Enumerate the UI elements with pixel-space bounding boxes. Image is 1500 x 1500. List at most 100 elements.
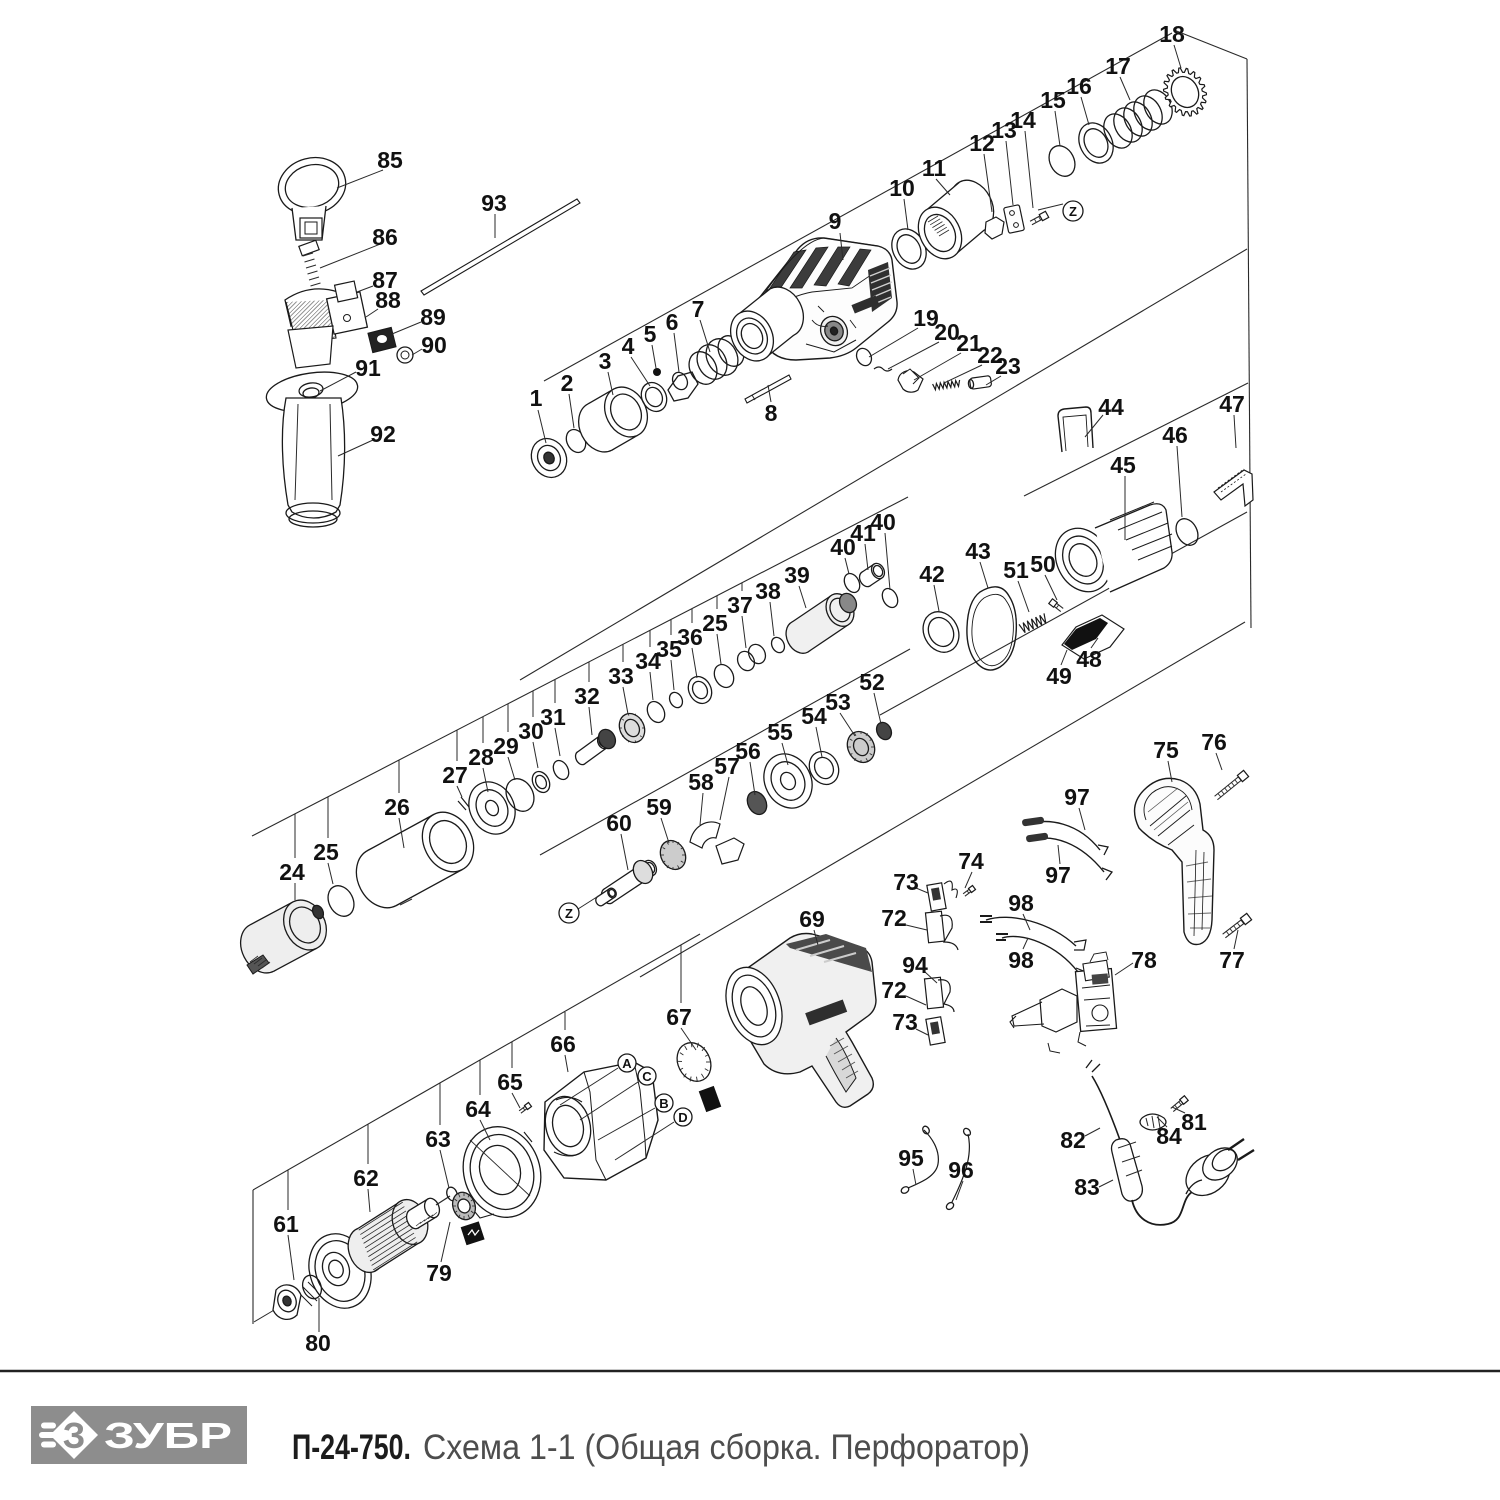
svg-text:92: 92 bbox=[370, 421, 396, 447]
svg-text:51: 51 bbox=[1003, 557, 1029, 583]
svg-text:20: 20 bbox=[934, 319, 960, 345]
svg-text:7: 7 bbox=[692, 296, 705, 322]
svg-text:76: 76 bbox=[1201, 729, 1227, 755]
svg-text:25: 25 bbox=[313, 839, 339, 865]
svg-text:Схема 1-1 (Общая сборка. Перфо: Схема 1-1 (Общая сборка. Перфоратор) bbox=[423, 1428, 1030, 1467]
svg-text:47: 47 bbox=[1219, 391, 1245, 417]
svg-text:82: 82 bbox=[1060, 1127, 1086, 1153]
svg-text:22: 22 bbox=[977, 342, 1003, 368]
svg-text:62: 62 bbox=[353, 1165, 379, 1191]
svg-text:13: 13 bbox=[991, 117, 1017, 143]
svg-text:67: 67 bbox=[666, 1004, 692, 1030]
svg-text:78: 78 bbox=[1131, 947, 1157, 973]
svg-text:40: 40 bbox=[870, 509, 896, 535]
svg-text:30: 30 bbox=[518, 718, 544, 744]
svg-text:Z: Z bbox=[565, 906, 573, 921]
svg-text:60: 60 bbox=[606, 810, 632, 836]
svg-text:90: 90 bbox=[421, 332, 447, 358]
svg-text:16: 16 bbox=[1066, 73, 1092, 99]
svg-text:12: 12 bbox=[969, 130, 995, 156]
svg-text:C: C bbox=[642, 1069, 652, 1084]
svg-text:81: 81 bbox=[1181, 1109, 1207, 1135]
svg-text:ЗУБР: ЗУБР bbox=[104, 1415, 232, 1456]
svg-text:63: 63 bbox=[425, 1126, 451, 1152]
svg-text:53: 53 bbox=[825, 689, 851, 715]
svg-text:33: 33 bbox=[608, 663, 634, 689]
svg-text:61: 61 bbox=[273, 1211, 299, 1237]
svg-text:10: 10 bbox=[889, 175, 915, 201]
svg-text:89: 89 bbox=[420, 304, 446, 330]
svg-text:45: 45 bbox=[1110, 452, 1136, 478]
svg-text:58: 58 bbox=[688, 769, 714, 795]
svg-text:8: 8 bbox=[765, 400, 778, 426]
svg-text:50: 50 bbox=[1030, 551, 1056, 577]
svg-text:1: 1 bbox=[530, 385, 543, 411]
svg-text:17: 17 bbox=[1105, 53, 1131, 79]
svg-text:23: 23 bbox=[995, 353, 1021, 379]
svg-text:64: 64 bbox=[465, 1096, 491, 1122]
svg-text:24: 24 bbox=[279, 859, 305, 885]
svg-text:21: 21 bbox=[956, 330, 982, 356]
svg-text:74: 74 bbox=[958, 848, 984, 874]
svg-text:54: 54 bbox=[801, 703, 827, 729]
svg-text:69: 69 bbox=[799, 906, 825, 932]
svg-text:73: 73 bbox=[893, 869, 919, 895]
svg-text:B: B bbox=[659, 1096, 668, 1111]
svg-text:39: 39 bbox=[784, 562, 810, 588]
svg-text:40: 40 bbox=[830, 534, 856, 560]
svg-text:79: 79 bbox=[426, 1260, 452, 1286]
svg-text:97: 97 bbox=[1045, 862, 1071, 888]
svg-text:83: 83 bbox=[1074, 1174, 1100, 1200]
svg-text:18: 18 bbox=[1159, 21, 1185, 47]
svg-text:93: 93 bbox=[481, 190, 507, 216]
svg-text:88: 88 bbox=[375, 287, 401, 313]
svg-text:66: 66 bbox=[550, 1031, 576, 1057]
svg-text:26: 26 bbox=[384, 794, 410, 820]
svg-text:36: 36 bbox=[677, 624, 703, 650]
svg-text:14: 14 bbox=[1010, 107, 1036, 133]
svg-text:25: 25 bbox=[702, 610, 728, 636]
svg-text:3: 3 bbox=[599, 348, 612, 374]
svg-text:73: 73 bbox=[892, 1009, 918, 1035]
svg-text:52: 52 bbox=[859, 669, 885, 695]
svg-text:4: 4 bbox=[622, 333, 635, 359]
svg-text:35: 35 bbox=[656, 636, 682, 662]
svg-text:43: 43 bbox=[965, 538, 991, 564]
svg-text:95: 95 bbox=[898, 1145, 924, 1171]
svg-text:98: 98 bbox=[1008, 890, 1034, 916]
svg-text:55: 55 bbox=[767, 719, 793, 745]
svg-text:84: 84 bbox=[1156, 1123, 1182, 1149]
svg-text:34: 34 bbox=[635, 648, 661, 674]
svg-text:44: 44 bbox=[1098, 394, 1124, 420]
svg-text:15: 15 bbox=[1040, 87, 1066, 113]
svg-text:9: 9 bbox=[829, 208, 842, 234]
svg-text:Z: Z bbox=[1069, 204, 1077, 219]
svg-text:6: 6 bbox=[666, 309, 679, 335]
svg-text:32: 32 bbox=[574, 683, 600, 709]
svg-text:56: 56 bbox=[735, 738, 761, 764]
svg-text:98: 98 bbox=[1008, 947, 1034, 973]
svg-text:19: 19 bbox=[913, 305, 939, 331]
svg-text:59: 59 bbox=[646, 794, 672, 820]
svg-text:65: 65 bbox=[497, 1069, 523, 1095]
svg-text:85: 85 bbox=[377, 147, 403, 173]
svg-text:П-24-750.: П-24-750. bbox=[292, 1428, 411, 1467]
svg-text:91: 91 bbox=[355, 355, 381, 381]
svg-text:94: 94 bbox=[902, 952, 928, 978]
svg-text:75: 75 bbox=[1153, 737, 1179, 763]
svg-text:27: 27 bbox=[442, 762, 468, 788]
svg-text:97: 97 bbox=[1064, 784, 1090, 810]
svg-text:96: 96 bbox=[948, 1157, 974, 1183]
svg-text:A: A bbox=[622, 1056, 632, 1071]
svg-text:49: 49 bbox=[1046, 663, 1072, 689]
svg-text:28: 28 bbox=[468, 744, 494, 770]
svg-text:72: 72 bbox=[881, 905, 907, 931]
svg-text:87: 87 bbox=[372, 267, 398, 293]
svg-text:З: З bbox=[63, 1415, 86, 1456]
svg-text:2: 2 bbox=[561, 370, 574, 396]
svg-text:37: 37 bbox=[727, 592, 753, 618]
svg-text:29: 29 bbox=[493, 733, 519, 759]
svg-text:86: 86 bbox=[372, 224, 398, 250]
svg-text:38: 38 bbox=[755, 578, 781, 604]
svg-text:41: 41 bbox=[850, 520, 876, 546]
